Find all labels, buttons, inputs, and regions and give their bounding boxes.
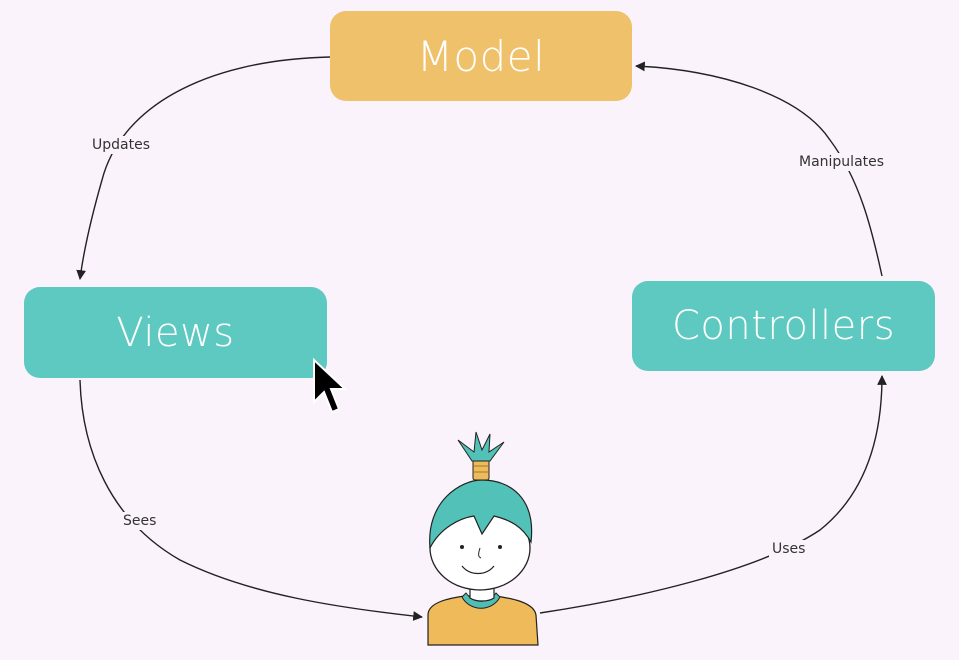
edge-label-updates: Updates (89, 136, 153, 154)
model-label: Model (416, 31, 546, 81)
model-box: Model (330, 11, 632, 101)
views-box: Views (24, 287, 327, 378)
edge-label-manipulates: Manipulates (796, 153, 888, 171)
edge-uses (539, 375, 887, 614)
edge-updates (76, 56, 331, 280)
user-illustration-icon (427, 431, 539, 646)
controllers-label: Controllers (671, 303, 896, 349)
controllers-box: Controllers (632, 281, 935, 371)
mouse-pointer-icon (313, 358, 348, 414)
edge-manipulates (635, 61, 883, 277)
edge-label-uses: Uses (769, 540, 809, 558)
views-label: Views (116, 309, 235, 356)
edge-label-sees: Sees (120, 512, 160, 530)
edge-sees (79, 379, 423, 621)
